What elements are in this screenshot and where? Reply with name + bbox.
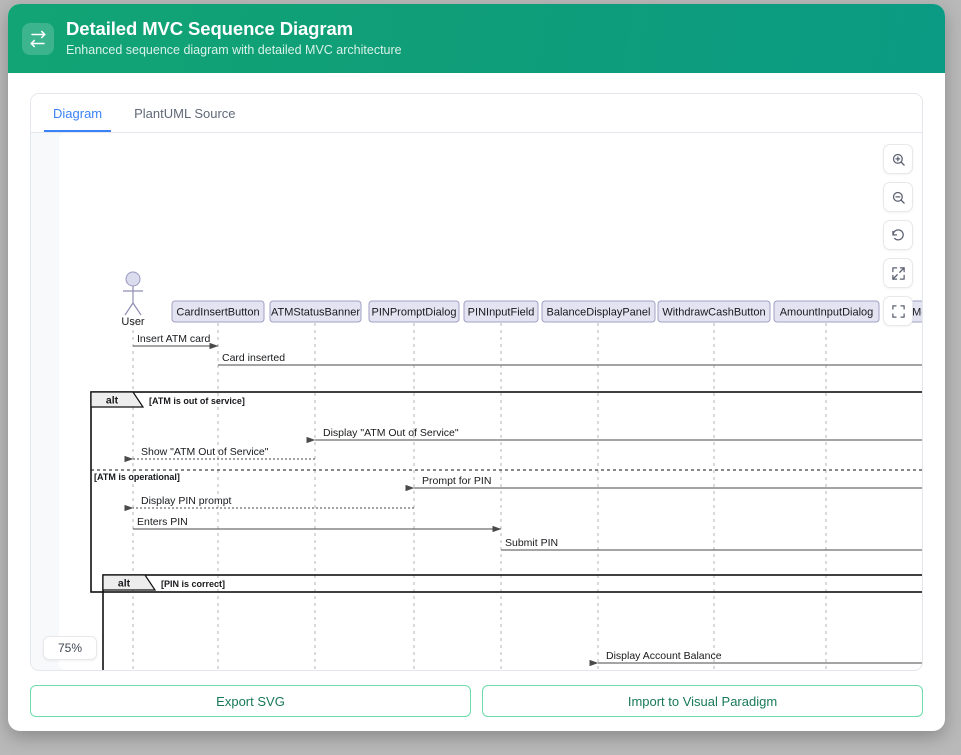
fullscreen-icon[interactable] [883, 296, 913, 326]
zoom-out-icon[interactable] [883, 182, 913, 212]
message-label: Submit PIN [505, 537, 558, 549]
fragment-border [102, 574, 922, 670]
participants: CardInsertButton ATMStatusBanner PINPrompt… [171, 300, 922, 323]
zoom-in-icon[interactable] [883, 144, 913, 174]
participant-box[interactable] [773, 300, 880, 323]
actor-head [125, 271, 141, 287]
import-visual-paradigm-button[interactable]: Import to Visual Paradigm [482, 685, 923, 717]
participant-box[interactable] [541, 300, 656, 323]
participant-label: PINPromptDialog [372, 307, 457, 319]
message-5: Display PIN prompt [124, 495, 414, 512]
message-label: Enters PIN [137, 516, 188, 528]
tab-bar: Diagram PlantUML Source [31, 94, 922, 133]
fragment-border [90, 391, 922, 593]
exchange-arrows-icon [22, 22, 54, 55]
message-0: Insert ATM card [133, 333, 219, 350]
fragment-label: alt [106, 395, 119, 407]
message-7: Submit PIN [501, 537, 922, 551]
zoom-controls [883, 144, 913, 326]
participant-1[interactable]: ATMStatusBanner [269, 300, 362, 323]
fragment-condition: [ATM is out of service] [149, 396, 245, 406]
message-label: Display PIN prompt [141, 495, 232, 507]
message-8: Display Account Balance [589, 650, 922, 667]
fragment-alt-0: alt [ATM is out of service] [ATM is operat… [90, 391, 922, 593]
participant-0[interactable]: CardInsertButton [171, 300, 265, 323]
message-label: Prompt for PIN [422, 475, 491, 487]
participant-label: PINInputField [468, 307, 535, 319]
diagram-viewport[interactable]: alt [ATM is out of service] [ATM is operat… [31, 133, 922, 670]
participant-2[interactable]: PINPromptDialog [368, 300, 460, 323]
app-window: Detailed MVC Sequence Diagram Enhanced s… [8, 4, 945, 731]
participant-4[interactable]: BalanceDisplayPanel [541, 300, 656, 323]
message-1: Card inserted [218, 352, 922, 366]
participant-3[interactable]: PINInputField [463, 300, 539, 323]
export-svg-button[interactable]: Export SVG [30, 685, 471, 717]
participant-5[interactable]: WithdrawCashButton [657, 300, 771, 323]
fragment-alt-1: alt [PIN is correct] [102, 574, 922, 670]
app-header: Detailed MVC Sequence Diagram Enhanced s… [8, 4, 945, 73]
message-label: Display "ATM Out of Service" [323, 427, 459, 439]
actor-label-user: User [121, 316, 145, 328]
fragment-condition: [PIN is correct] [161, 579, 225, 589]
fragment-label-tab [90, 391, 145, 408]
reset-zoom-icon[interactable] [883, 220, 913, 250]
lifelines [132, 323, 827, 670]
message-label: Card inserted [222, 352, 285, 364]
footer-actions: Export SVG Import to Visual Paradigm [30, 685, 923, 717]
message-label: Insert ATM card [137, 333, 210, 345]
message-2: Display "ATM Out of Service" [306, 427, 922, 444]
participant-box[interactable] [269, 300, 362, 323]
zoom-level-badge: 75% [43, 636, 97, 660]
actor-leg-left [124, 302, 134, 316]
participant-label: CardInsertButton [176, 307, 259, 319]
message-3: Show "ATM Out of Service" [124, 446, 315, 463]
participant-label: ATMStatusBanner [271, 307, 360, 319]
participant-box[interactable] [657, 300, 771, 323]
participant-label: WithdrawCashButton [662, 307, 765, 319]
message-label: Show "ATM Out of Service" [141, 446, 269, 458]
participant-box[interactable] [368, 300, 460, 323]
sequence-diagram-svg: alt [ATM is out of service] [ATM is operat… [90, 271, 922, 670]
participant-box[interactable] [171, 300, 265, 323]
fragments: alt [ATM is out of service] [ATM is operat… [90, 391, 922, 670]
diagram-panel: Diagram PlantUML Source alt [ATM is out o… [30, 93, 923, 671]
actor-leg-right [132, 302, 142, 316]
participant-label: AmountInputDialog [780, 307, 874, 319]
fragment-label-tab [102, 574, 157, 591]
message-label: Display Account Balance [606, 650, 722, 662]
participant-6[interactable]: AmountInputDialog [773, 300, 880, 323]
message-6: Enters PIN [133, 516, 502, 533]
diagram-canvas[interactable]: alt [ATM is out of service] [ATM is operat… [59, 133, 922, 670]
tab-diagram[interactable]: Diagram [44, 107, 112, 132]
participant-label: BalanceDisplayPanel [547, 307, 651, 319]
fragment-label: alt [118, 578, 131, 590]
page-title: Detailed MVC Sequence Diagram [66, 18, 354, 39]
message-4: Prompt for PIN [405, 475, 922, 492]
fit-screen-icon[interactable] [883, 258, 913, 288]
actor-user: User [121, 271, 145, 328]
page-subtitle: Enhanced sequence diagram with detailed … [66, 43, 402, 57]
participant-box[interactable] [463, 300, 539, 323]
tab-plantuml-source[interactable]: PlantUML Source [134, 106, 236, 121]
fragment-else-condition: [ATM is operational] [94, 472, 180, 482]
